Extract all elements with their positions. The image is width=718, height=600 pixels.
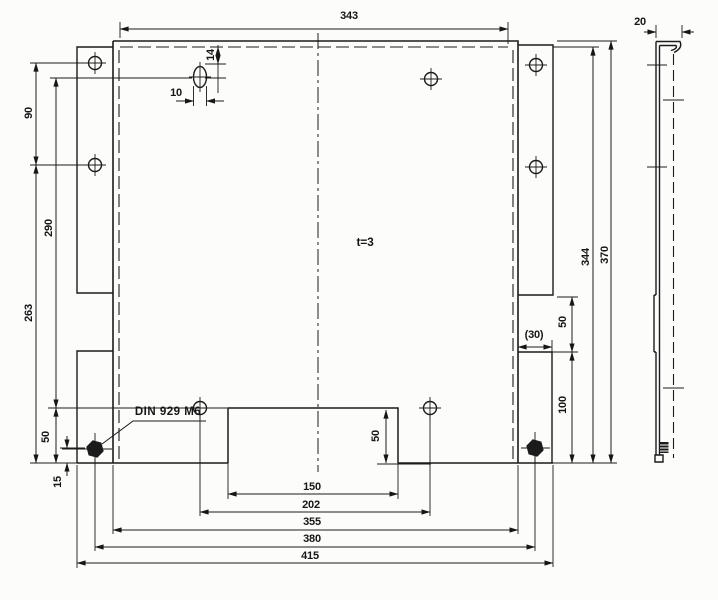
dim-label-bottom-hole-span: 202 — [302, 499, 320, 511]
bottom-cutout — [227, 407, 399, 463]
side-ext-lines — [655, 25, 683, 38]
weld-nut-left — [62, 433, 112, 465]
dim-label-50-left: 50 — [40, 431, 52, 443]
dim-label-cutout-width: 150 — [303, 481, 321, 493]
hole — [525, 156, 547, 178]
dim-label-right-strip-width: (30) — [524, 329, 544, 341]
bend-lines — [118, 46, 514, 461]
dim-label-slot-offset: 14 — [205, 49, 217, 61]
right-flange — [518, 44, 554, 296]
dim-label-slot-width: 10 — [170, 87, 182, 99]
dim-label-cutout-depth: 50 — [370, 430, 382, 442]
dim-label-nut-span: 380 — [303, 533, 321, 545]
plate-outline — [77, 40, 553, 464]
weld-nut-right — [521, 432, 550, 464]
dim-label-overall-height: 370 — [599, 246, 611, 264]
holes — [62, 52, 550, 465]
side-hole-ticks — [647, 64, 684, 389]
hole — [189, 397, 211, 419]
dim-label-15: 15 — [52, 476, 64, 488]
side-weld-nut — [660, 442, 669, 453]
dim-label-left-hole-pitch: 90 — [23, 107, 35, 119]
side-view — [647, 25, 684, 463]
dim-label-263: 263 — [23, 304, 35, 322]
dim-label-side-flange-depth: 20 — [634, 16, 646, 28]
dim-label-right-strip-height: 100 — [557, 396, 569, 414]
dim-label-344: 344 — [580, 248, 592, 266]
side-profile — [653, 40, 682, 463]
dimension-lines — [33, 26, 694, 566]
dim-label-top-flange-width: 343 — [340, 10, 358, 22]
hole — [420, 68, 442, 90]
hole — [525, 54, 547, 76]
note-thickness: t=3 — [356, 235, 374, 249]
dim-label-right-notch-height: 50 — [557, 316, 569, 328]
dim-label-plate-width: 355 — [303, 516, 321, 528]
dim-label-overall-width: 415 — [301, 550, 319, 562]
hole — [84, 154, 106, 176]
slot-hole — [189, 62, 211, 92]
hole — [84, 52, 106, 74]
note-thread-callout: DIN 929 M6 — [134, 406, 202, 418]
front-view — [76, 33, 554, 472]
dim-label-290: 290 — [43, 219, 55, 237]
left-lower-flange — [76, 350, 113, 463]
din-note-leader — [101, 420, 206, 445]
left-flange — [76, 46, 113, 294]
